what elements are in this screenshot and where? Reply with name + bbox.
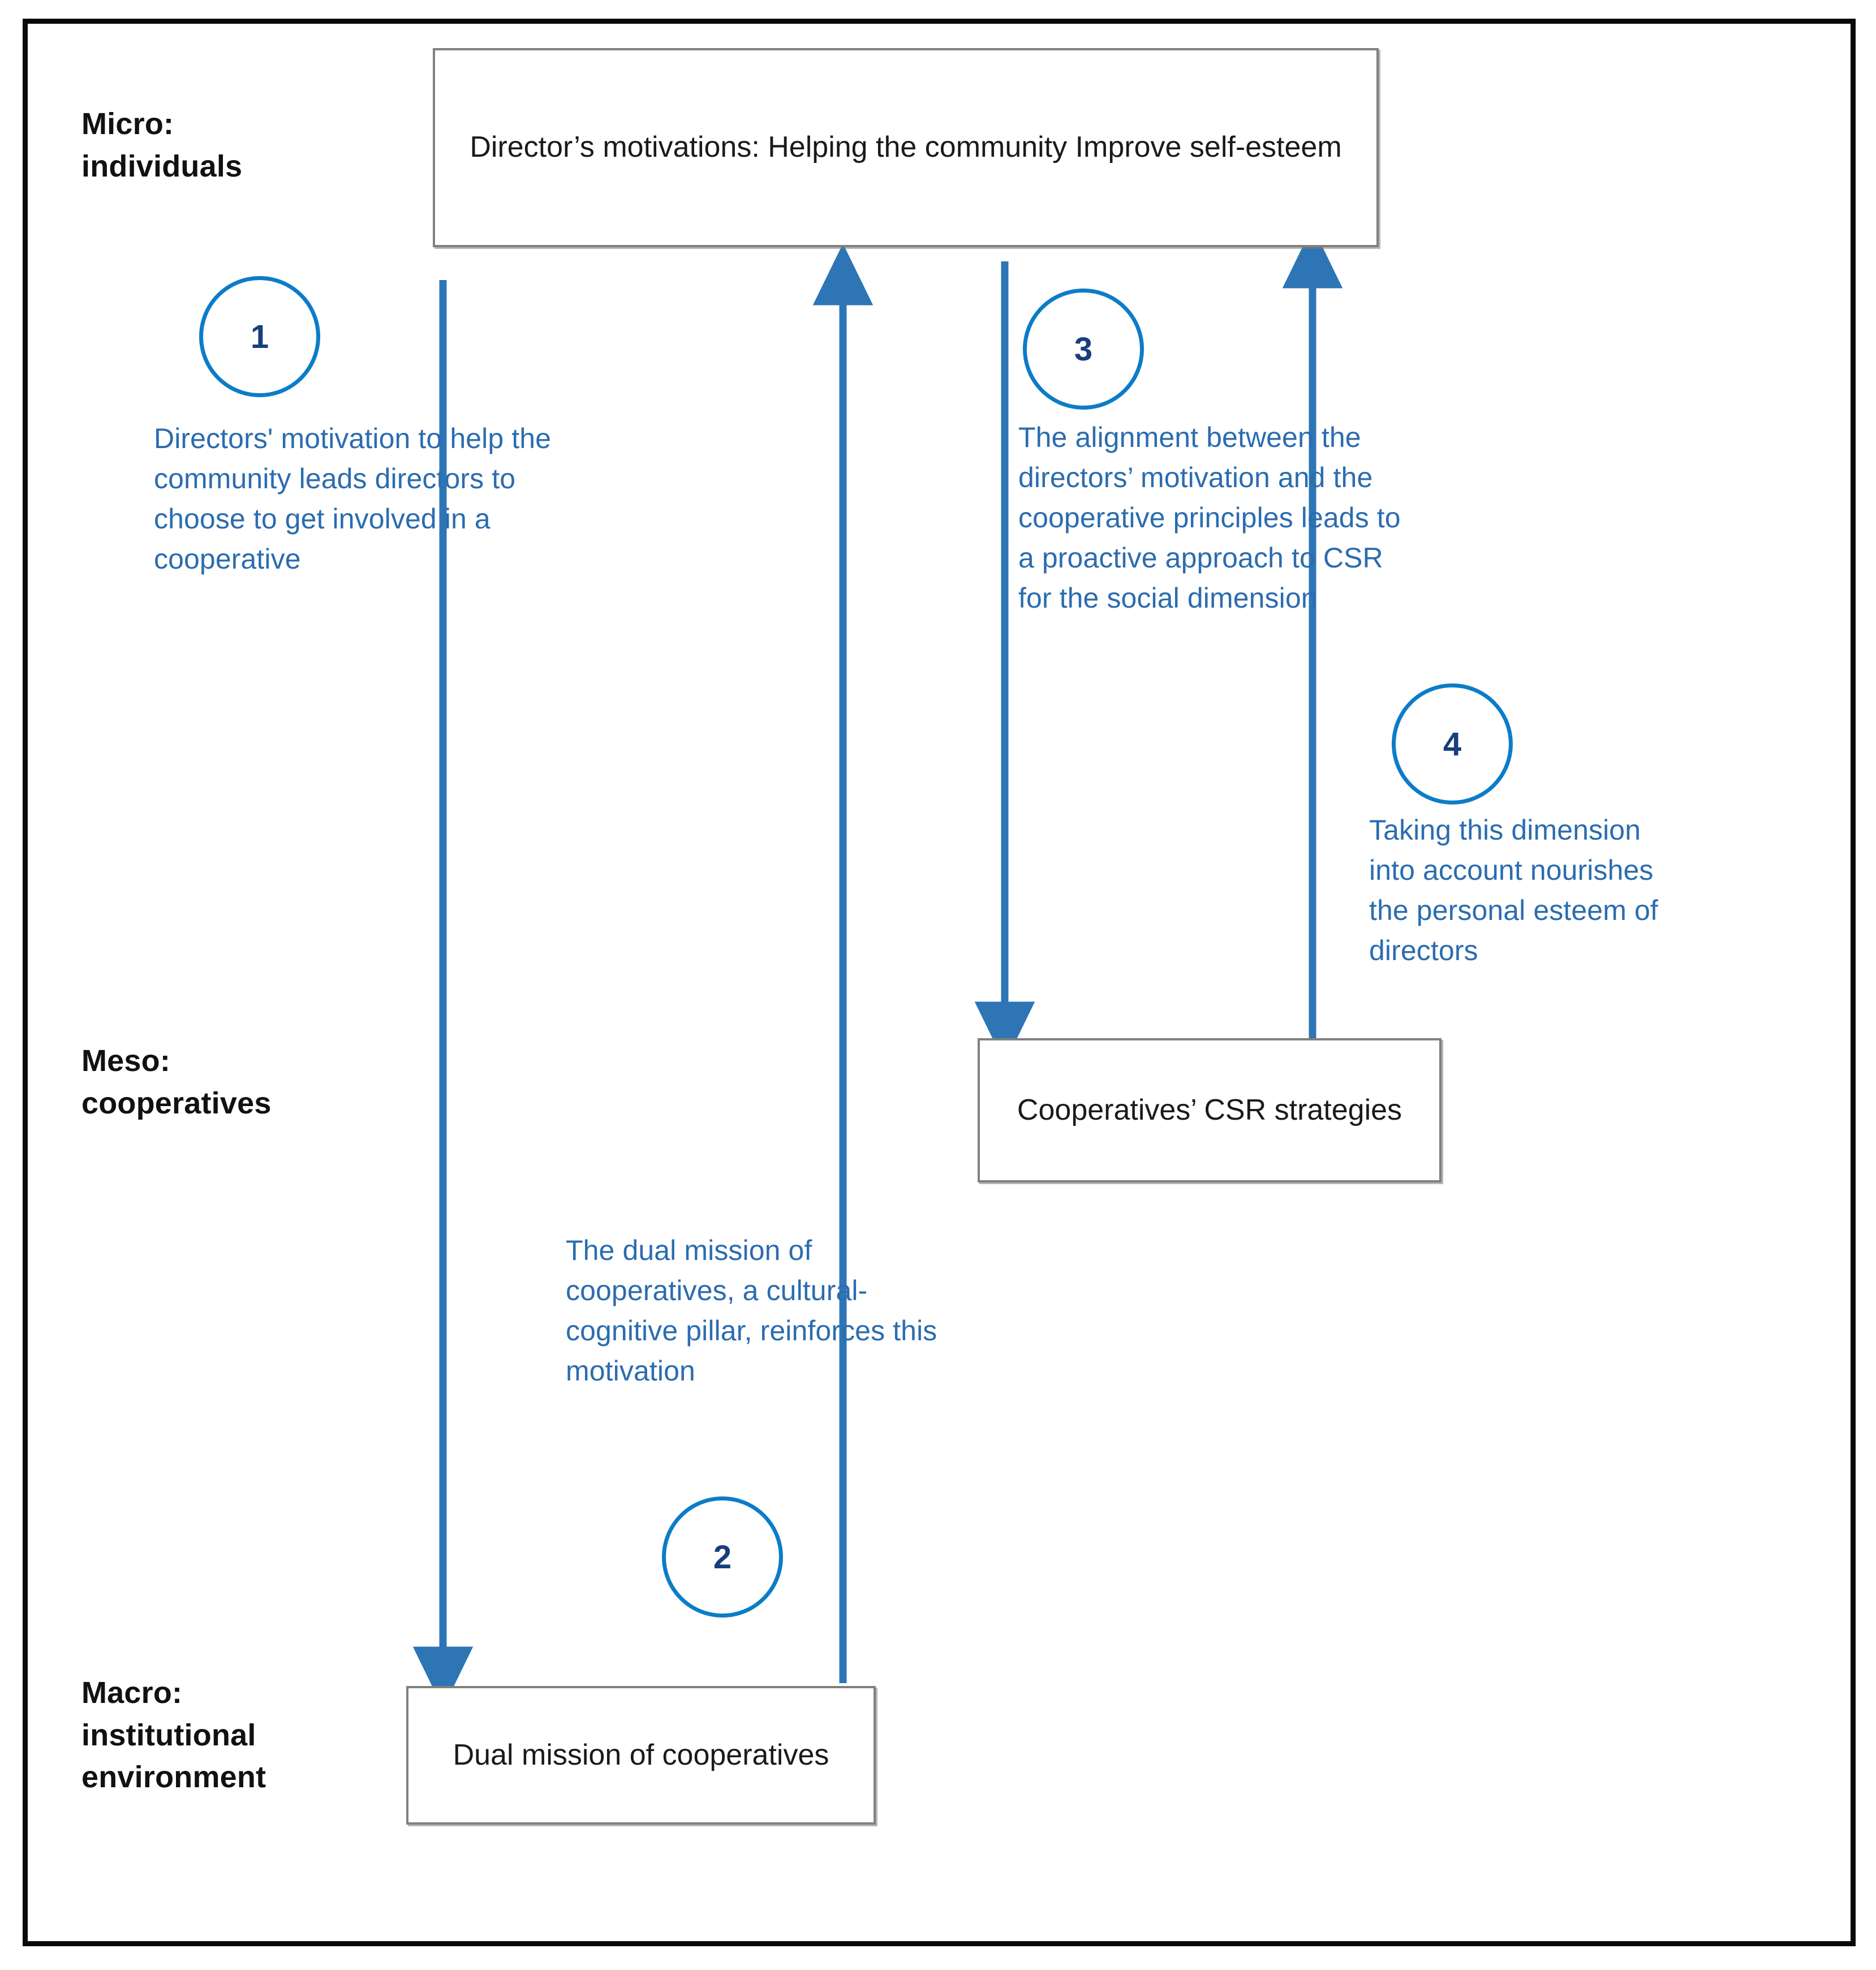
note-1: Directors' motivation to help the commun… [154, 423, 552, 575]
note-4: Taking this dimension into account nouri… [1369, 814, 1658, 966]
box-csr-strategies[interactable]: Cooperatives’ CSR strategies [978, 1038, 1442, 1182]
diagram-frame [23, 19, 1856, 1946]
level-label-macro: Macro: institutional environment [81, 1676, 266, 1795]
badge-3[interactable]: 3 [1023, 289, 1144, 410]
level-label-meso: Meso: cooperatives [81, 1044, 272, 1120]
box-directors-motivations[interactable]: Director’s motivations: Helping the comm… [433, 48, 1379, 247]
level-label-micro: Micro: individuals [81, 107, 243, 183]
badge-1[interactable]: 1 [199, 276, 320, 397]
badge-2[interactable]: 2 [662, 1496, 783, 1618]
note-2: The dual mission of cooperatives, a cult… [566, 1235, 937, 1387]
badge-4[interactable]: 4 [1392, 683, 1513, 805]
box-dual-mission[interactable]: Dual mission of cooperatives [406, 1686, 876, 1825]
note-3: The alignment between the directors’ mot… [1018, 421, 1401, 614]
